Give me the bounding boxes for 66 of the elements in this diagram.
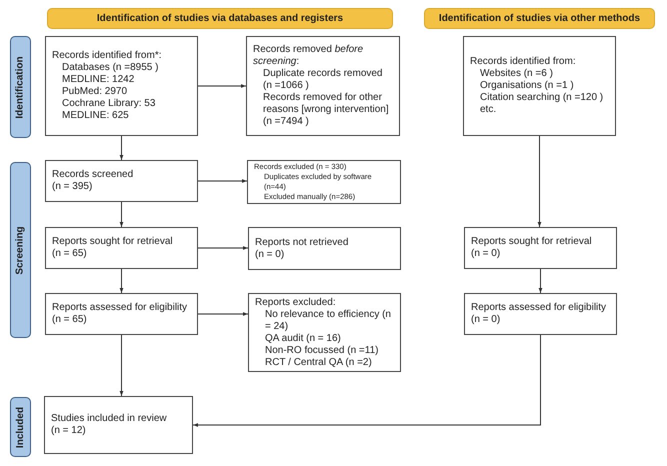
box-text: Reports excluded: — [255, 296, 337, 308]
arrow — [120, 136, 124, 160]
phase-label: Included — [15, 406, 26, 448]
arrow — [538, 268, 542, 294]
process-box — [45, 36, 198, 136]
header-text: Identification of studies via other methods — [438, 13, 640, 24]
box-detail-text: No relevance to efficiency (n = 24) — [264, 308, 392, 332]
box-detail-text: (n = 0) — [255, 248, 286, 260]
box-detail-text: Cochrane Library: 53 — [61, 98, 156, 110]
header-text: Identification of studies via databases and registers — [96, 13, 344, 24]
box-text: Reports sought for retrieval — [52, 236, 174, 248]
arrow — [120, 268, 124, 294]
box-detail-text: MEDLINE: 625 — [61, 110, 130, 122]
process-box — [463, 36, 616, 136]
phase-label-bar — [10, 36, 31, 138]
box-detail-text: (n = 395) — [52, 181, 94, 193]
arrow — [120, 202, 124, 228]
section-header — [424, 8, 655, 29]
box-text: Records screened — [52, 169, 134, 181]
box-detail-text: Websites (n =6 ) — [479, 68, 554, 80]
box-detail-text: (n = 12) — [51, 425, 87, 437]
process-box — [248, 293, 401, 372]
box-text: Records identified from*: — [52, 50, 162, 62]
box-detail-text: (n = 65) — [52, 314, 88, 326]
box-text: Studies included in review — [51, 413, 168, 425]
box-detail-text: (n = 0) — [471, 314, 502, 326]
phase-label: Identification — [15, 56, 26, 118]
box-detail-text: RCT / Central QA (n =2) — [264, 356, 373, 368]
box-detail-text: Records removed for other reasons [wrong intervention] (n =7494 ) — [262, 92, 390, 128]
phase-label: Screening — [15, 226, 26, 274]
arrow — [192, 334, 541, 427]
process-box — [247, 160, 401, 204]
box-text: Reports not retrieved — [255, 236, 350, 248]
phase-label-bar — [10, 397, 31, 457]
section-header — [47, 8, 393, 29]
arrow — [120, 334, 124, 396]
box-detail-text: (n = 0) — [471, 248, 502, 260]
arrow — [198, 312, 248, 316]
process-box — [248, 227, 401, 270]
arrow — [538, 136, 542, 228]
box-text: Reports sought for retrieval — [471, 236, 593, 248]
arrow — [198, 246, 248, 250]
box-detail-text: PubMed: 2970 — [61, 86, 128, 98]
box-detail-text: Databases (n =8955 ) — [61, 62, 160, 74]
box-text: Records identified from: — [470, 56, 577, 68]
process-box — [45, 160, 198, 202]
box-detail-text: Citation searching (n =120 ) — [479, 92, 604, 104]
process-box — [464, 293, 617, 335]
process-box — [464, 227, 617, 269]
box-detail-text: MEDLINE: 1242 — [61, 74, 136, 86]
box-detail-text: Non-RO focussed (n =11) — [264, 344, 380, 356]
box-text: Records removed before screening: — [253, 44, 364, 68]
box-detail-text: etc. — [479, 104, 498, 116]
process-box — [45, 293, 198, 335]
arrow — [198, 179, 248, 183]
box-text: Reports assessed for eligibility — [52, 302, 188, 314]
box-detail-text: Duplicate records removed (n =1066 ) — [262, 68, 384, 92]
process-box — [246, 36, 400, 136]
process-box — [45, 227, 198, 269]
box-detail-text: QA audit (n = 16) — [264, 332, 342, 344]
process-box — [44, 396, 193, 454]
box-detail-text: Organisations (n =1 ) — [479, 80, 575, 92]
arrow — [198, 84, 246, 88]
box-detail-text: (n = 65) — [52, 248, 88, 260]
box-text: Reports assessed for eligibility — [471, 302, 608, 314]
phase-label-bar — [10, 162, 31, 338]
